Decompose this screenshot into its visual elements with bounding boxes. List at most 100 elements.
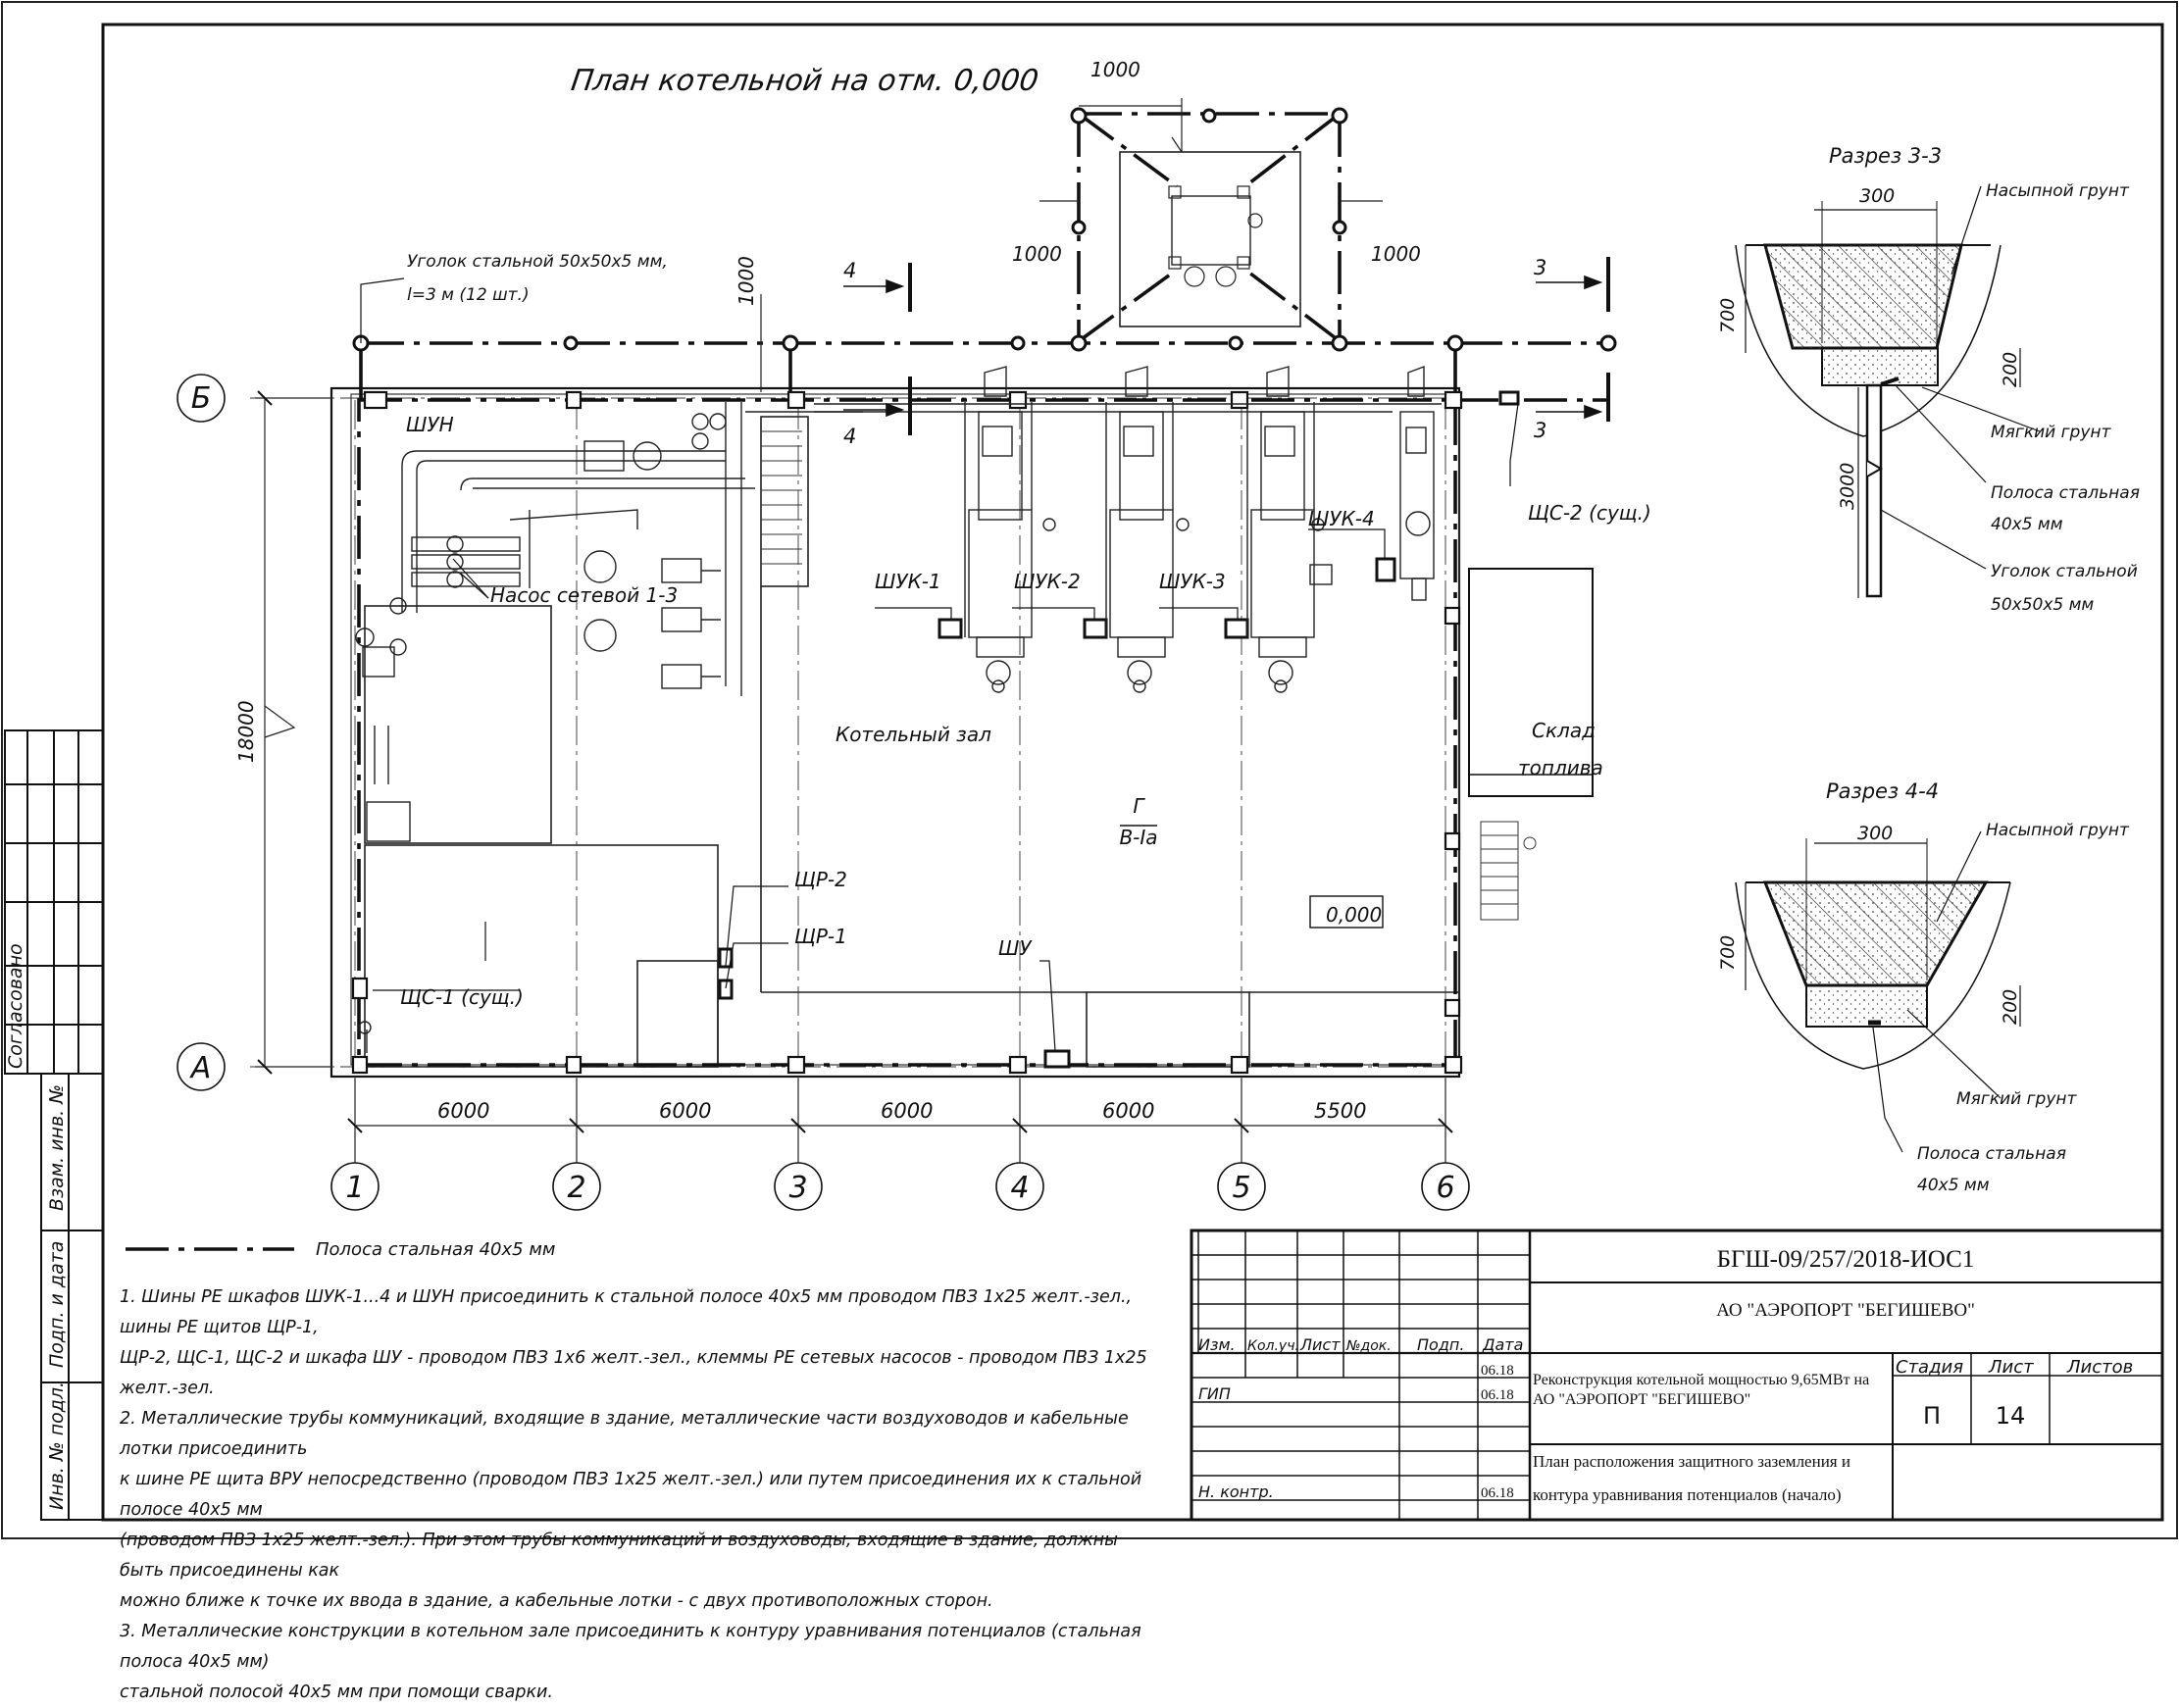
note-line: можно ближе к точке их ввода в здание, а…: [120, 1591, 993, 1611]
stair: [761, 430, 802, 565]
boiler-4: [1309, 365, 1435, 601]
axis-bubbles: [177, 374, 1470, 1211]
tb-h-podp: Подп.: [1417, 1335, 1464, 1354]
loop-connectors: [359, 343, 1457, 400]
fuel-storage: [1468, 568, 1594, 797]
label-shuk4: ШУК-4: [1308, 507, 1375, 530]
boiler-plan: [177, 98, 1617, 1211]
drawing-sheet: План котельной на отм. 0,000 1000 1000 1…: [1, 1, 2178, 1539]
tb-project-2: АО "АЭРОПОРТ "БЕГИШЕВО": [1533, 1391, 1750, 1408]
s33-fill-soil: Насыпной грунт: [1986, 181, 2130, 201]
panel-shs2: [1498, 390, 1520, 406]
notes: 1. Шины PE шкафов ШУК-1...4 и ШУН присое…: [120, 1282, 1159, 1708]
section-mark-4-top: 4: [843, 259, 856, 282]
axis-6: 6: [1436, 1171, 1454, 1205]
cabinet-shuk4: [1375, 557, 1396, 582]
partitions: [364, 416, 1459, 1068]
note-line: (проводом ПВЗ 1х25 желт.-зел.). При этом…: [120, 1531, 1118, 1581]
side-inv-vz: Взам. инв. №: [46, 1084, 68, 1211]
s33-strip-2: 40х5 мм: [1991, 515, 2063, 534]
panel-shr2: [718, 979, 734, 1000]
tb-h-koluch: Кол.уч.: [1247, 1338, 1299, 1354]
s33-angle-2: 50х50х5 мм: [1991, 595, 2094, 615]
tb-code: БГШ-09/257/2018-ИОС1: [1717, 1246, 1975, 1273]
tb-date-2: 06.18: [1481, 1387, 1514, 1403]
span-2: 6000: [659, 1099, 711, 1123]
label-shr1: ЩР-1: [794, 925, 847, 948]
axis-b: Б: [191, 381, 212, 416]
label-shr2: ЩР-2: [794, 868, 847, 891]
cabinet-shuk1: [937, 618, 963, 639]
label-shu: ШУ: [998, 936, 1033, 960]
axis-a: А: [189, 1051, 212, 1085]
tb-gip: ГИП: [1198, 1384, 1231, 1403]
tb-sheet: 14: [1996, 1402, 2026, 1430]
tb-h-data: Дата: [1482, 1335, 1523, 1354]
side-stamp: [4, 729, 104, 1521]
section-4-4: [1735, 830, 2021, 1153]
tb-h-list: Лист: [1299, 1335, 1341, 1354]
label-shs1: ЩС-1 (сущ.): [400, 985, 524, 1009]
section-marks: [908, 257, 1610, 435]
s33-angle-1: Уголок стальной: [1991, 562, 2138, 581]
section-mark-3-bottom: 3: [1534, 419, 1546, 442]
s44-h700: 700: [1717, 935, 1739, 971]
outer-frame: [1, 1, 2178, 1539]
axis-5: 5: [1232, 1171, 1250, 1205]
label-level: 0,000: [1326, 903, 1382, 927]
chimney: [1171, 195, 1251, 266]
angle-note-1: Уголок стальной 50х50х5 мм,: [407, 252, 668, 272]
axis-1: 1: [345, 1171, 364, 1205]
tb-stage-h: Стадия: [1896, 1357, 1963, 1378]
tb-stage: П: [1923, 1402, 1941, 1430]
s33-h700: 700: [1717, 298, 1739, 333]
boiler-2: [1105, 366, 1190, 693]
inner-wall: [350, 393, 1460, 1066]
chimney-foundation: [1119, 151, 1301, 327]
cabinet-shuk2: [1083, 618, 1108, 639]
axis-4: 4: [1010, 1171, 1029, 1205]
tb-org: АО "АЭРОПОРТ "БЕГИШЕВО": [1716, 1300, 1975, 1321]
tb-h-ndok: №док.: [1345, 1338, 1392, 1354]
axis-3: 3: [788, 1171, 807, 1205]
side-sign-date: Подп. и дата: [46, 1241, 68, 1368]
label-cat-top: Г: [1133, 794, 1145, 818]
s44-soft-soil: Мягкий грунт: [1956, 1089, 2077, 1109]
note-line: стальной полосой 40х5 мм при помощи свар…: [120, 1683, 553, 1702]
boiler-3: [1246, 366, 1325, 693]
tb-sheets-h: Листов: [2066, 1357, 2133, 1378]
axis-lines: [250, 397, 1459, 1167]
outside-stair: [1480, 821, 1537, 921]
s33-soft-soil: Мягкий грунт: [1991, 423, 2111, 442]
angle-note-2: l=3 м (12 шт.): [407, 285, 530, 305]
tb-project-1: Реконструкция котельной мощностью 9,65МВ…: [1533, 1372, 1869, 1388]
s33-w300: 300: [1859, 185, 1895, 207]
label-shuk1: ШУК-1: [875, 570, 941, 593]
title-block: [1190, 1229, 2164, 1522]
label-cat-bottom: В-Iа: [1119, 826, 1157, 849]
pump-piping: [355, 402, 863, 1053]
dim-vert-1000: 1000: [735, 256, 758, 306]
tb-n-kontr: Н. контр.: [1198, 1482, 1274, 1501]
section-3-3: [1735, 185, 2041, 598]
note-line: 3. Металлические конструкции в котельном…: [120, 1622, 1141, 1672]
cabinet-shuk3: [1224, 618, 1249, 639]
dim-top-1000: 1000: [1090, 58, 1140, 81]
boilers: [814, 365, 1442, 693]
s33-h200: 200: [2000, 352, 2021, 387]
s44-title: Разрез 4-4: [1826, 779, 1939, 803]
tb-date-3: 06.18: [1481, 1485, 1514, 1501]
label-boiler-hall: Котельный зал: [836, 723, 991, 746]
ground-electrodes: [352, 107, 1617, 352]
dim-left-1000: 1000: [1012, 242, 1062, 266]
label-shun: ШУН: [406, 413, 454, 436]
s44-fill-soil: Насыпной грунт: [1986, 821, 2130, 840]
tb-sheet-title-2: контура уравнивания потенциалов (начало): [1533, 1485, 1841, 1504]
s44-strip-1: Полоса стальная: [1917, 1144, 2066, 1164]
tb-h-izm: Изм.: [1198, 1335, 1236, 1354]
label-fuel-2: топлива: [1518, 756, 1603, 779]
axis-2: 2: [567, 1171, 585, 1205]
plan-title: План котельной на отм. 0,000: [569, 64, 1040, 98]
label-fuel-1: Склад: [1532, 719, 1596, 742]
note-line: к шине PE щита ВРУ непосредственно (пров…: [120, 1470, 1142, 1520]
